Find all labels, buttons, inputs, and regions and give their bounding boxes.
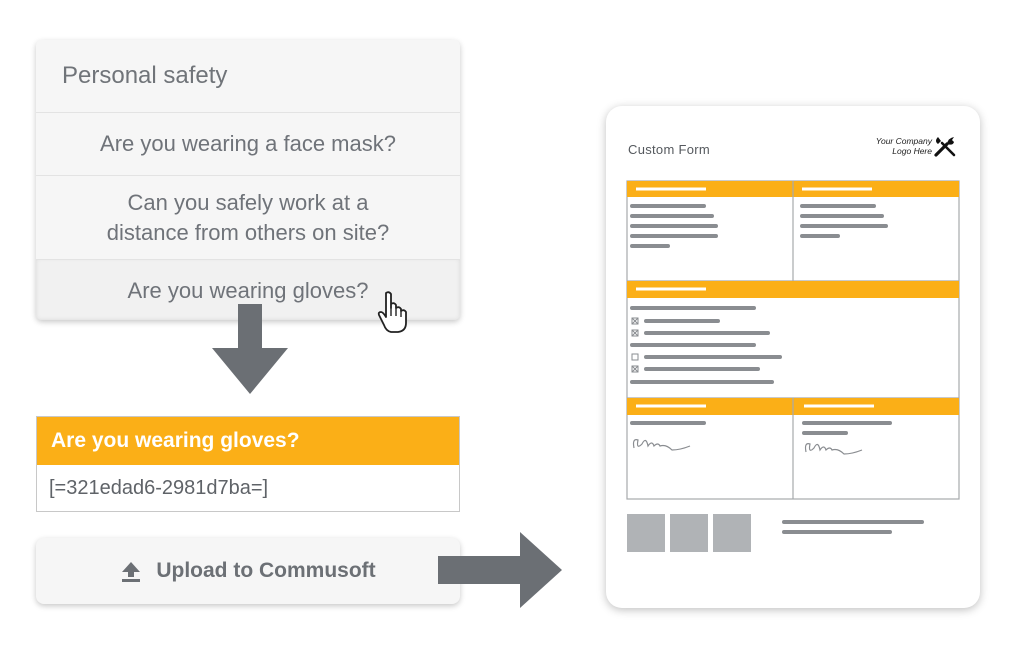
menu-item-distance[interactable]: Can you safely work at a distance from o… [36, 176, 460, 260]
menu-item-label-line2: distance from others on site? [106, 219, 390, 245]
checkbox-icons [631, 317, 639, 373]
signature-icon [804, 443, 863, 455]
form-section-header [627, 281, 959, 298]
form-layout-preview [626, 180, 960, 552]
answer-value: [=321edad6-2981d7ba=] [49, 477, 269, 499]
form-section-header [627, 181, 793, 197]
arrow-down-icon [212, 304, 288, 394]
menu-item-label: Are you wearing a face mask? [100, 131, 396, 156]
custom-form-preview: Custom Form Your Company Logo Here [606, 106, 980, 608]
logo-line1: Your Company [875, 136, 932, 146]
form-section-header [627, 398, 793, 415]
arrow-right-icon [438, 532, 562, 608]
upload-icon [122, 562, 141, 582]
form-checklist-lines [630, 306, 782, 384]
menu-item-label-line1: Can you safely work at a [127, 189, 369, 215]
safety-question-list: Personal safety Are you wearing a face m… [36, 40, 460, 320]
image-thumbnail [713, 514, 751, 552]
tools-icon [934, 137, 956, 157]
form-section-header [793, 181, 959, 197]
upload-button-label: Upload to Commusoft [156, 559, 376, 582]
hand-cursor-icon [377, 291, 407, 333]
logo-line2: Logo Here [892, 146, 932, 156]
menu-item-label: Can you safely work at a distance from o… [107, 188, 389, 248]
image-thumbnail [670, 514, 708, 552]
upload-button[interactable]: Upload to Commusoft [36, 538, 460, 604]
form-text-lines [630, 204, 888, 248]
signature-icon [632, 439, 691, 451]
menu-item-label: Are you wearing gloves? [127, 278, 369, 303]
answer-field: Are you wearing gloves? [=321edad6-2981d… [36, 416, 460, 512]
answer-question: Are you wearing gloves? [37, 417, 459, 465]
form-section-header [793, 398, 959, 415]
menu-item-face-mask[interactable]: Are you wearing a face mask? [36, 113, 460, 176]
menu-title: Personal safety [36, 40, 460, 113]
form-title: Custom Form [628, 142, 711, 157]
company-logo-placeholder: Your Company Logo Here [838, 136, 932, 156]
image-thumbnail [627, 514, 665, 552]
